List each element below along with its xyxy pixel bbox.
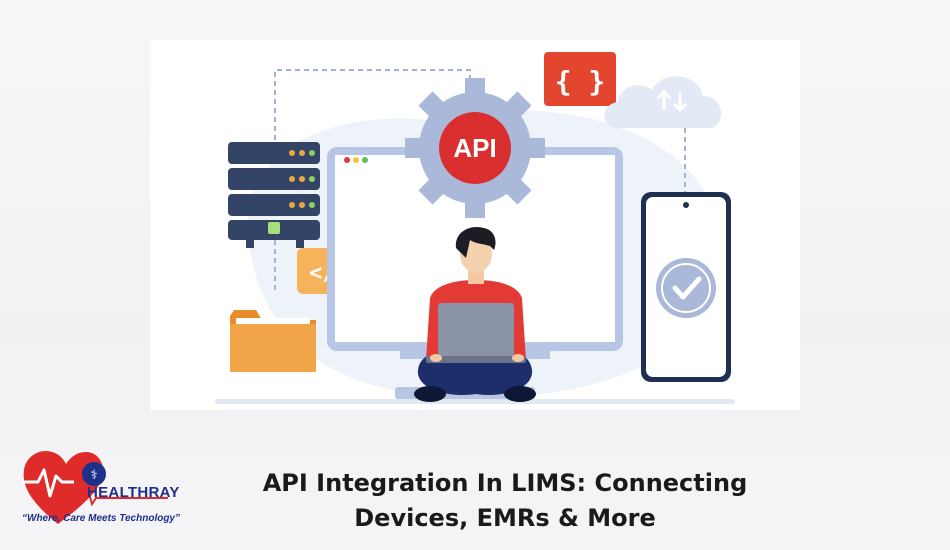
smartphone-icon: [641, 192, 731, 382]
gear-label: API: [453, 133, 496, 163]
brand-name: HEALTHRAY: [87, 484, 180, 501]
server-stack-icon: [228, 142, 320, 248]
brand-tagline: “Where, Care Meets Technology”: [22, 513, 180, 524]
title-line-1: API Integration In LIMS: Connecting: [262, 469, 748, 497]
heartbeat-line-icon: [22, 468, 74, 498]
json-badge-icon: { }: [544, 52, 616, 106]
developer-person-icon: [414, 226, 536, 402]
healthray-logo: ⚕: [22, 450, 168, 524]
caduceus-badge-icon: [82, 462, 106, 486]
pulse-line-icon: [76, 487, 168, 507]
ground-line: [215, 399, 735, 404]
svg-text:⚕: ⚕: [90, 468, 97, 483]
folder-icon: [230, 310, 316, 372]
title-line-2: Devices, EMRs & More: [354, 504, 656, 532]
article-title: API Integration In LIMS: Connecting Devi…: [240, 466, 770, 536]
json-badge-label: { }: [555, 65, 606, 98]
cloud-sync-icon: [604, 76, 722, 128]
api-integration-illustration: </> API { }: [215, 52, 735, 404]
api-gear-icon: API: [405, 78, 545, 218]
